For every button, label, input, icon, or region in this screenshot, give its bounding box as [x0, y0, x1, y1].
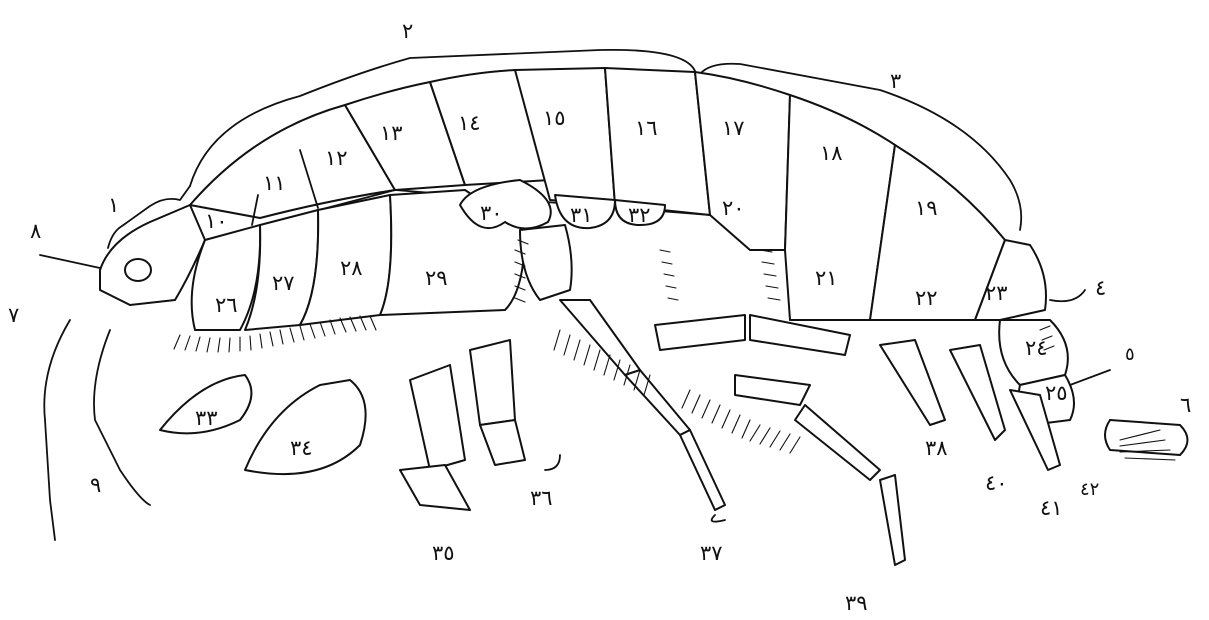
pereopod-39-d [880, 475, 905, 565]
label-seg-11: ١١ [263, 171, 286, 195]
pereopod-38-b [880, 340, 945, 425]
pereopod-39-c [795, 405, 880, 480]
antennule-base [40, 255, 100, 268]
label-region-28: ٢٨ [340, 256, 363, 280]
pereopod-39-a [655, 315, 745, 350]
label-seg-17: ١٧ [722, 116, 745, 140]
dactyl-36 [545, 455, 560, 470]
antenna-7 [44, 320, 70, 540]
label-region-22: ٢٢ [915, 286, 938, 310]
label-region-23: ٢٣ [985, 281, 1008, 305]
label-5: ٥ [1125, 344, 1135, 365]
head-capsule [100, 205, 205, 305]
label-appendage-38: ٣٨ [925, 436, 948, 460]
label-appendage-42: ٤٢ [1080, 479, 1099, 500]
label-appendage-36: ٣٦ [530, 486, 553, 510]
label-region-34: ٣٤ [290, 436, 313, 460]
segment-17 [695, 72, 790, 250]
label-seg-13: ١٣ [380, 121, 403, 145]
label-region-32: ٣٢ [628, 203, 651, 227]
head [40, 205, 205, 305]
label-region-29: ٢٩ [425, 266, 448, 290]
label-brace-3: ٣ [890, 69, 901, 93]
label-region-25: ٢٥ [1045, 381, 1068, 405]
label-region-21: ٢١ [815, 266, 838, 290]
pereopod-36-lower [480, 420, 525, 465]
antenna-9 [94, 330, 150, 505]
label-seg-10: ١٠ [205, 209, 228, 233]
pereopod-37-a [560, 300, 640, 375]
pereopod-35-lower [400, 465, 470, 510]
label-appendage-41: ٤١ [1040, 496, 1063, 520]
pereopod-39-b [735, 375, 810, 405]
label-seg-18: ١٨ [820, 141, 843, 165]
label-appendage-37: ٣٧ [700, 541, 723, 565]
label-region-24: ٢٤ [1025, 336, 1048, 360]
pereopod-37-b [625, 370, 690, 435]
label-brace-2: ٢ [402, 19, 413, 43]
segment-16 [605, 68, 710, 215]
uropod-6 [1105, 420, 1188, 455]
pereopod-37-c [680, 430, 725, 510]
pereopod-36-upper [470, 340, 515, 425]
label-appendage-35: ٣٥ [432, 541, 455, 565]
pereopod-35-upper [410, 365, 465, 470]
label-region-27: ٢٧ [272, 271, 295, 295]
label-4: ٤ [1095, 276, 1106, 300]
label-region-31: ٣١ [570, 203, 593, 227]
legs [44, 300, 1060, 565]
label-region-26: ٢٦ [215, 293, 238, 317]
eye [125, 259, 151, 281]
label-seg-15: ١٥ [543, 106, 566, 130]
label-appendage-39: ٣٩ [845, 591, 868, 615]
label-appendage-40: ٤٠ [985, 471, 1008, 495]
uropod-5 [1070, 370, 1110, 385]
label-brace-1: ١ [108, 193, 119, 217]
label-region-20: ٢٠ [722, 196, 745, 220]
label-region-30: ٣٠ [480, 201, 503, 225]
pleopod-40 [950, 345, 1005, 440]
uropod-4 [1050, 290, 1085, 301]
basis-a [520, 225, 572, 300]
label-seg-12: ١٢ [325, 146, 348, 170]
label-8: ٨ [30, 219, 41, 243]
label-seg-19: ١٩ [915, 196, 938, 220]
label-region-33: ٣٣ [195, 406, 218, 430]
label-seg-14: ١٤ [458, 111, 481, 135]
urosome [975, 240, 1188, 455]
plate-30 [460, 180, 551, 229]
label-6: ٦ [1180, 393, 1191, 417]
label-7: ٧ [8, 303, 19, 327]
label-9: ٩ [90, 473, 101, 497]
label-seg-16: ١٦ [635, 116, 658, 140]
dactyl-37 [712, 515, 725, 522]
